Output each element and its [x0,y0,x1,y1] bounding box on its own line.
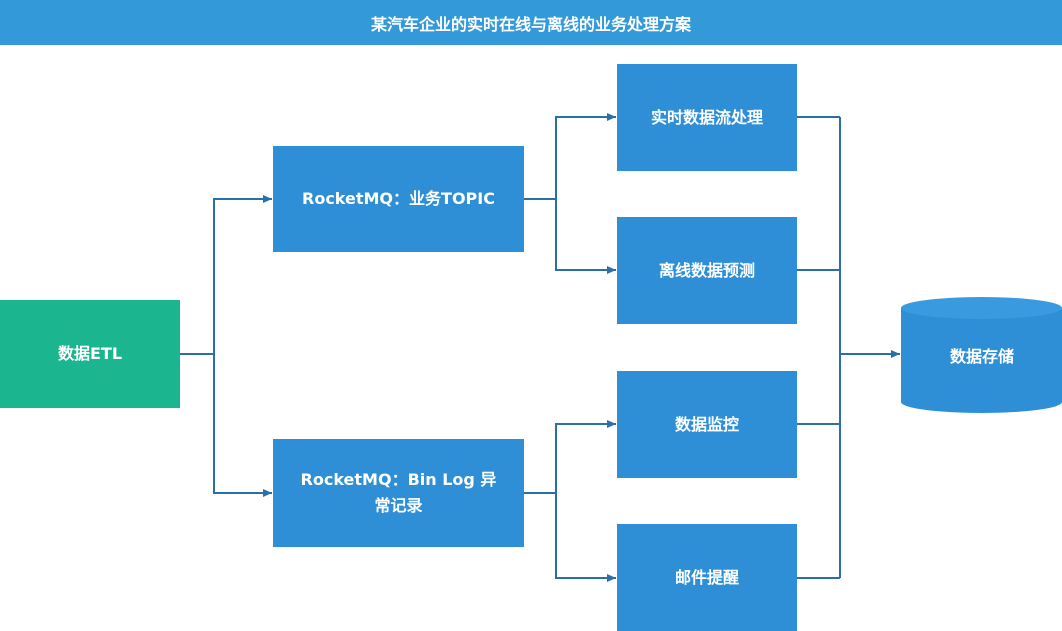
node-data-etl: 数据ETL [0,300,180,408]
connector-topic-to-realtime [555,113,616,199]
node-data-monitor: 数据监控 [617,371,797,478]
connector-binlog-to-mail [555,493,616,582]
node-email-alert: 邮件提醒 [617,524,797,631]
node-data-storage: 数据存储 [949,347,1014,366]
diagram-title: 某汽车企业的实时在线与离线的业务处理方案 [0,0,1062,45]
connector-etl-to-binlog [213,354,272,497]
connector-binlog-to-monitor [555,420,616,493]
node-rocketmq-binlog: RocketMQ：Bin Log 异常记录 [273,439,524,547]
connector-etl-to-topic [213,195,272,354]
node-rocketmq-topic: RocketMQ：业务TOPIC [273,146,524,252]
connector-topic-to-offline [555,199,616,274]
node-offline-predict: 离线数据预测 [617,217,797,324]
node-realtime-stream: 实时数据流处理 [617,64,797,171]
storage-cylinder [901,297,1062,413]
